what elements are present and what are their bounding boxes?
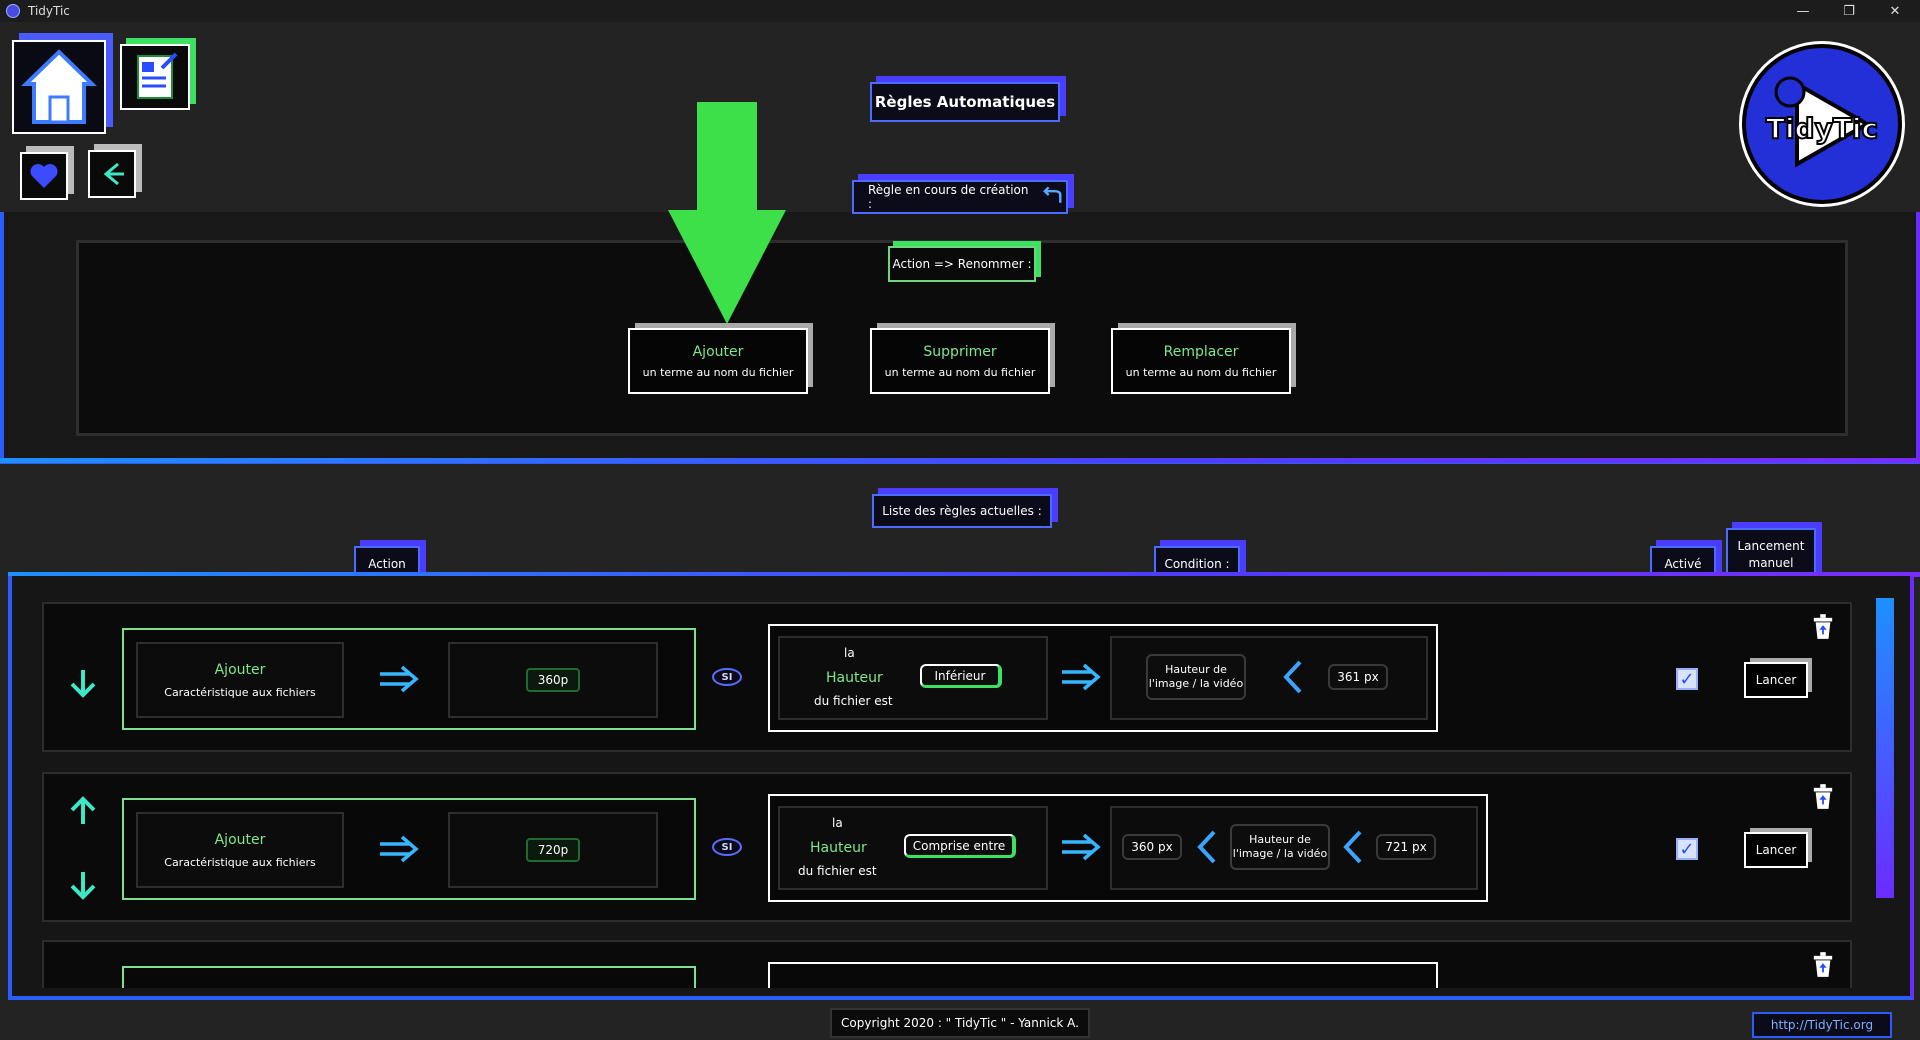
rule-condition-frame — [768, 962, 1438, 988]
condition-la: la — [844, 646, 855, 660]
app-icon — [6, 4, 20, 18]
trash-icon[interactable] — [1812, 614, 1834, 640]
condition-property: Hauteur — [826, 670, 883, 686]
chevron-left-icon — [1197, 830, 1216, 864]
favorites-button[interactable] — [20, 152, 68, 200]
choice-subtitle: un terme au nom du fichier — [884, 365, 1036, 379]
trash-icon[interactable] — [1812, 952, 1834, 978]
list-label: Liste des règles actuelles : — [872, 494, 1052, 528]
arrow-down-icon — [668, 102, 786, 324]
double-arrow-right-icon — [1062, 833, 1101, 861]
active-checkbox[interactable]: ✓ — [1676, 668, 1698, 690]
condition-file: du fichier est — [814, 694, 893, 708]
condition-file: du fichier est — [798, 864, 877, 878]
condition-min-value[interactable]: 360 px — [1122, 834, 1182, 860]
rule-condition-box[interactable]: la Hauteur du fichier est Comprise entre — [778, 806, 1048, 890]
rule-value: 720p — [525, 838, 581, 862]
choice-subtitle: un terme au nom du fichier — [642, 365, 794, 379]
rule-row-1: Ajouter Caractéristique aux fichiers 360… — [42, 602, 1852, 752]
arrow-left-icon — [103, 162, 124, 186]
arrow-down-icon[interactable] — [66, 666, 100, 700]
rule-condition-box[interactable]: la Hauteur du fichier est Inférieur — [778, 636, 1048, 720]
choice-subtitle: un terme au nom du fichier — [1125, 365, 1277, 379]
close-button[interactable]: ✕ — [1889, 3, 1901, 19]
rule-condition-frame: la Hauteur du fichier est Inférieur Haut… — [768, 624, 1438, 732]
choice-title: Remplacer — [1163, 343, 1239, 360]
condition-target[interactable]: Hauteur de l'image / la vidéo — [1146, 654, 1246, 700]
rule-action-title: Ajouter — [214, 831, 266, 848]
copyright: Copyright 2020 : " TidyTic " - Yannick A… — [830, 1008, 1090, 1038]
chevron-left-icon — [1283, 660, 1302, 694]
rule-condition-frame: la Hauteur du fichier est Comprise entre… — [768, 794, 1488, 902]
rule-action-title: Ajouter — [214, 661, 266, 678]
report-icon — [137, 52, 178, 99]
rule-action-subtitle: Caractéristique aux fichiers — [164, 685, 316, 699]
action-label: Action => Renommer : — [888, 246, 1036, 282]
trash-icon[interactable] — [1812, 784, 1834, 810]
condition-compare-value[interactable]: 361 px — [1328, 664, 1388, 690]
condition-max-value[interactable]: 721 px — [1376, 834, 1436, 860]
list-divider — [8, 572, 1920, 577]
home-button[interactable] — [12, 40, 106, 134]
choice-ajouter[interactable]: Ajouter un terme au nom du fichier — [628, 328, 808, 394]
double-arrow-right-icon — [1062, 663, 1101, 691]
choice-remplacer[interactable]: Remplacer un terme au nom du fichier — [1111, 328, 1291, 394]
window-title: TidyTic — [28, 4, 70, 18]
choice-title: Ajouter — [692, 343, 744, 360]
si-badge: SI — [712, 668, 742, 686]
rule-target-box: Hauteur de l'image / la vidéo 361 px — [1110, 636, 1428, 720]
title-bar: TidyTic — ❐ ✕ — [0, 0, 1920, 22]
rule-action-subtitle: Caractéristique aux fichiers — [164, 855, 316, 869]
condition-property: Hauteur — [810, 840, 867, 856]
condition-operator[interactable]: Comprise entre — [904, 834, 1016, 858]
creation-label-text: Règle en cours de création : — [868, 183, 1029, 211]
chevron-left-icon — [1343, 830, 1362, 864]
rule-value: 360p — [525, 668, 581, 692]
double-arrow-right-icon — [380, 665, 419, 693]
arrow-down-icon[interactable] — [66, 868, 100, 902]
website-link[interactable]: http://TidyTic.org — [1752, 1012, 1892, 1038]
arrow-up-icon[interactable] — [66, 794, 100, 828]
minimize-button[interactable]: — — [1796, 3, 1810, 19]
back-button[interactable] — [88, 150, 136, 198]
rule-action-frame: Ajouter Caractéristique aux fichiers 720… — [122, 798, 696, 900]
home-icon — [21, 49, 97, 124]
rule-action-frame — [122, 966, 696, 988]
active-checkbox[interactable]: ✓ — [1676, 838, 1698, 860]
double-arrow-right-icon — [380, 835, 419, 863]
tidytic-logo: TidyTic — [1742, 44, 1902, 204]
rule-value-box[interactable]: 360p — [448, 642, 658, 718]
restore-button[interactable]: ❐ — [1843, 3, 1855, 19]
page-title: Règles Automatiques — [870, 82, 1060, 122]
rule-target-box: 360 px Hauteur de l'image / la vidéo 721… — [1110, 806, 1478, 890]
rule-row-3 — [42, 940, 1852, 988]
rule-row-2: Ajouter Caractéristique aux fichiers 720… — [42, 772, 1852, 922]
choice-title: Supprimer — [923, 343, 997, 360]
play-arrow-icon — [1774, 76, 1872, 168]
rule-action-box[interactable]: Ajouter Caractéristique aux fichiers — [136, 812, 344, 888]
creation-label: Règle en cours de création : — [852, 180, 1068, 214]
rule-value-box[interactable]: 720p — [448, 812, 658, 888]
condition-la: la — [832, 816, 843, 830]
scrollbar-thumb[interactable] — [1876, 598, 1894, 898]
launch-button[interactable]: Lancer — [1744, 832, 1808, 868]
heart-icon — [30, 164, 58, 188]
si-badge: SI — [712, 838, 742, 856]
condition-operator[interactable]: Inférieur — [920, 664, 1002, 688]
rule-action-box[interactable]: Ajouter Caractéristique aux fichiers — [136, 642, 344, 718]
report-button[interactable] — [120, 44, 190, 110]
logo-text: TidyTic — [1765, 111, 1879, 146]
condition-target[interactable]: Hauteur de l'image / la vidéo — [1230, 824, 1330, 870]
creation-bottom-line — [0, 458, 1920, 463]
rule-action-frame: Ajouter Caractéristique aux fichiers 360… — [122, 628, 696, 730]
choice-supprimer[interactable]: Supprimer un terme au nom du fichier — [870, 328, 1050, 394]
launch-button[interactable]: Lancer — [1744, 662, 1808, 698]
undo-icon[interactable] — [1039, 187, 1066, 207]
